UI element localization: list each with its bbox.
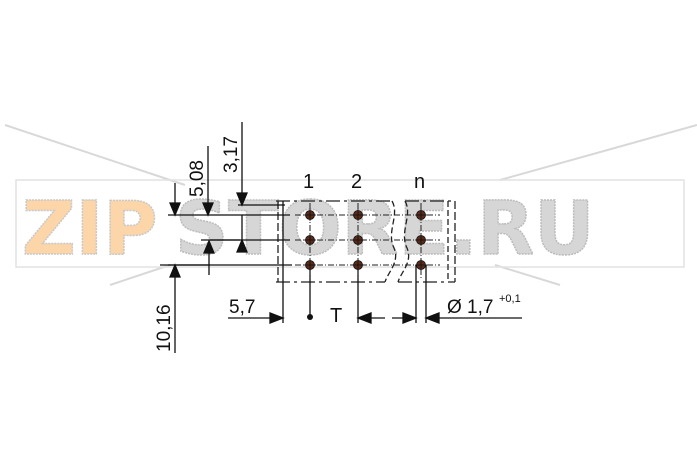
dimension-hole-diameter: Ø 1,7 xyxy=(447,297,493,318)
column-label-2: 2 xyxy=(351,171,362,193)
column-label-1: 1 xyxy=(303,171,314,193)
watermark-prefix: ZIP xyxy=(22,186,157,272)
watermark-suffix: STORE.RU xyxy=(175,186,594,272)
watermark: ZIP STORE.RU xyxy=(4,124,697,286)
dimension-10-16: 10,16 xyxy=(154,304,175,352)
dimension-5-08: 5,08 xyxy=(187,160,208,197)
dimension-5-7: 5,7 xyxy=(229,297,255,318)
dimension-arrows xyxy=(169,122,522,353)
dimension-3-17: 3,17 xyxy=(221,136,242,173)
reference-lines xyxy=(160,201,427,323)
dimension-pitch-T: T xyxy=(330,305,342,327)
dimension-hole-tolerance: +0,1 xyxy=(499,293,521,305)
pin-end-dot xyxy=(307,314,313,320)
column-label-n: n xyxy=(414,171,425,193)
